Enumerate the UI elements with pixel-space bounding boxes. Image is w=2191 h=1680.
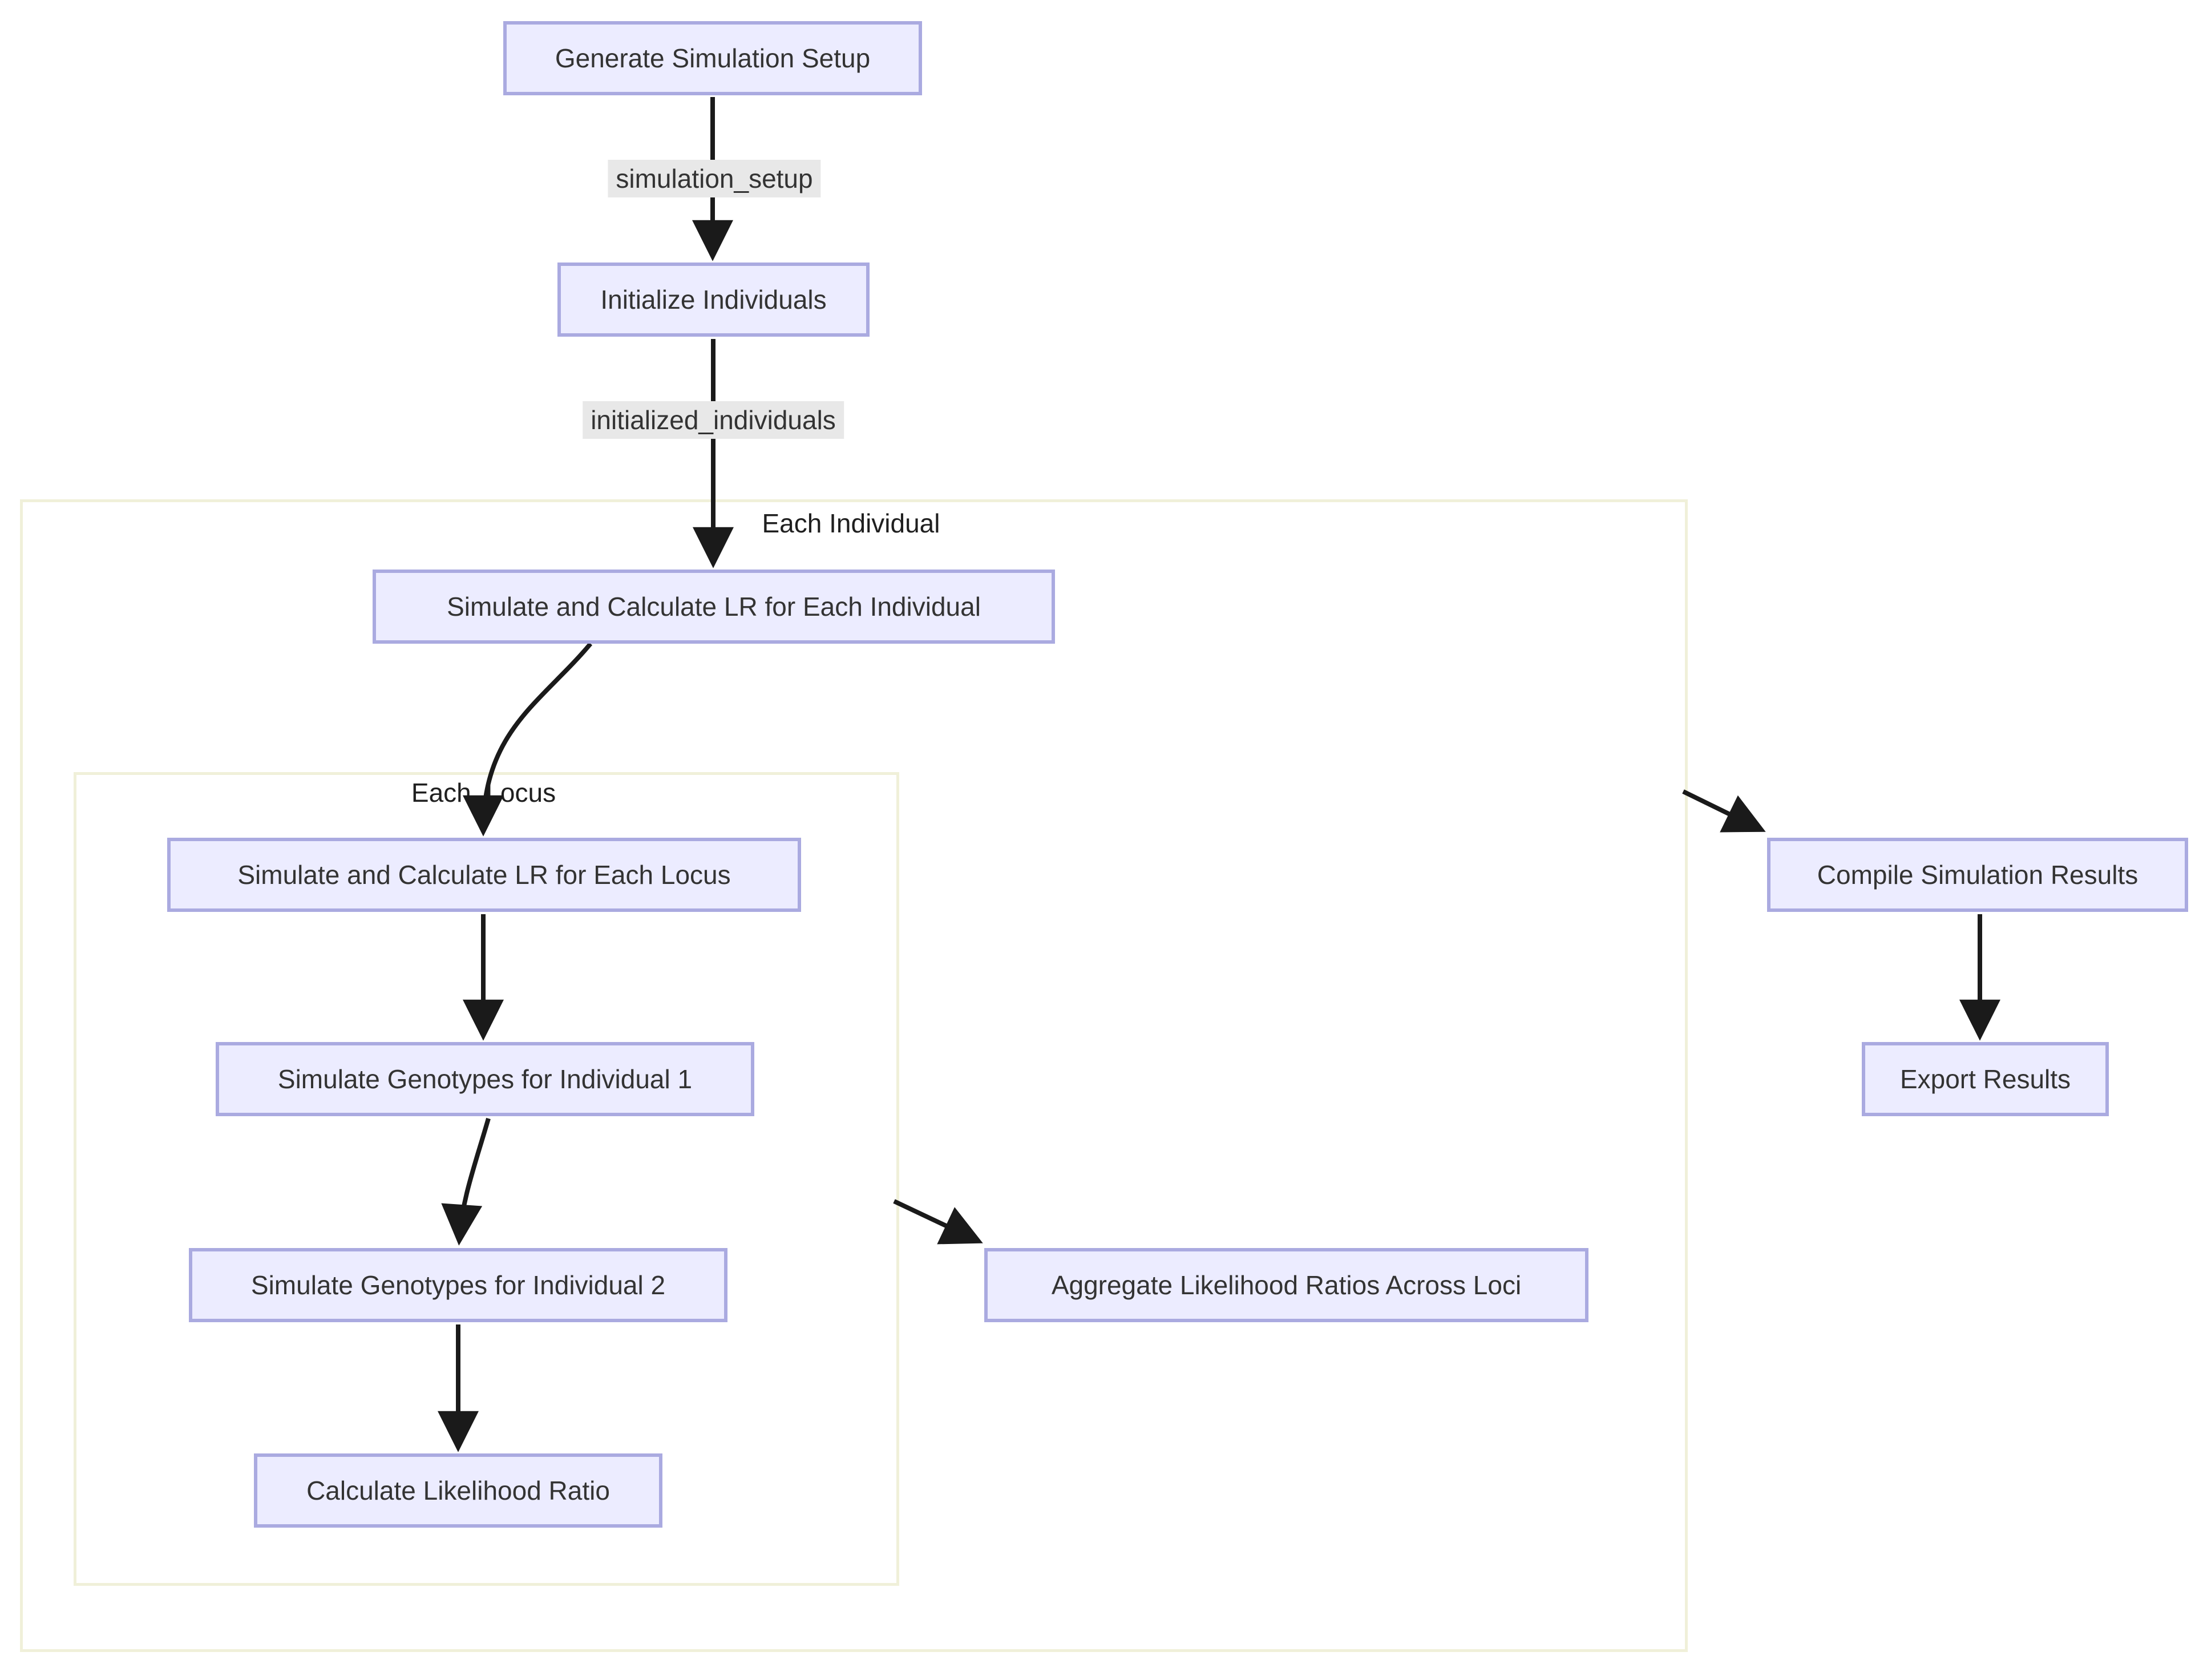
edge-label-simulation-setup: simulation_setup	[608, 160, 821, 197]
node-generate-simulation-setup: Generate Simulation Setup	[503, 21, 922, 95]
edge-label-initialized-individuals: initialized_individuals	[583, 401, 844, 439]
node-initialize-individuals: Initialize Individuals	[557, 262, 870, 337]
node-simulate-genotypes-individual-2: Simulate Genotypes for Individual 2	[189, 1248, 727, 1322]
subgraph-title-each-individual: Each Individual	[762, 508, 940, 538]
subgraph-each-individual	[20, 499, 1688, 1652]
node-calculate-likelihood-ratio: Calculate Likelihood Ratio	[254, 1453, 662, 1528]
node-simulate-calculate-lr-each-locus: Simulate and Calculate LR for Each Locus	[167, 838, 801, 912]
subgraph-each-locus	[74, 772, 899, 1586]
edge-each-locus-to-aggregate	[893, 1199, 983, 1245]
node-export-results: Export Results	[1862, 1042, 2109, 1116]
node-simulate-genotypes-individual-1: Simulate Genotypes for Individual 1	[216, 1042, 754, 1116]
node-compile-simulation-results: Compile Simulation Results	[1767, 838, 2188, 912]
node-simulate-calculate-lr-each-individual: Simulate and Calculate LR for Each Indiv…	[373, 570, 1055, 644]
edge-lr-individual-to-lr-locus	[463, 642, 593, 837]
edge-genotypes1-to-genotypes2	[441, 1117, 491, 1246]
edge-each-individual-to-compile	[1682, 789, 1766, 833]
node-aggregate-likelihood-ratios: Aggregate Likelihood Ratios Across Loci	[984, 1248, 1588, 1322]
